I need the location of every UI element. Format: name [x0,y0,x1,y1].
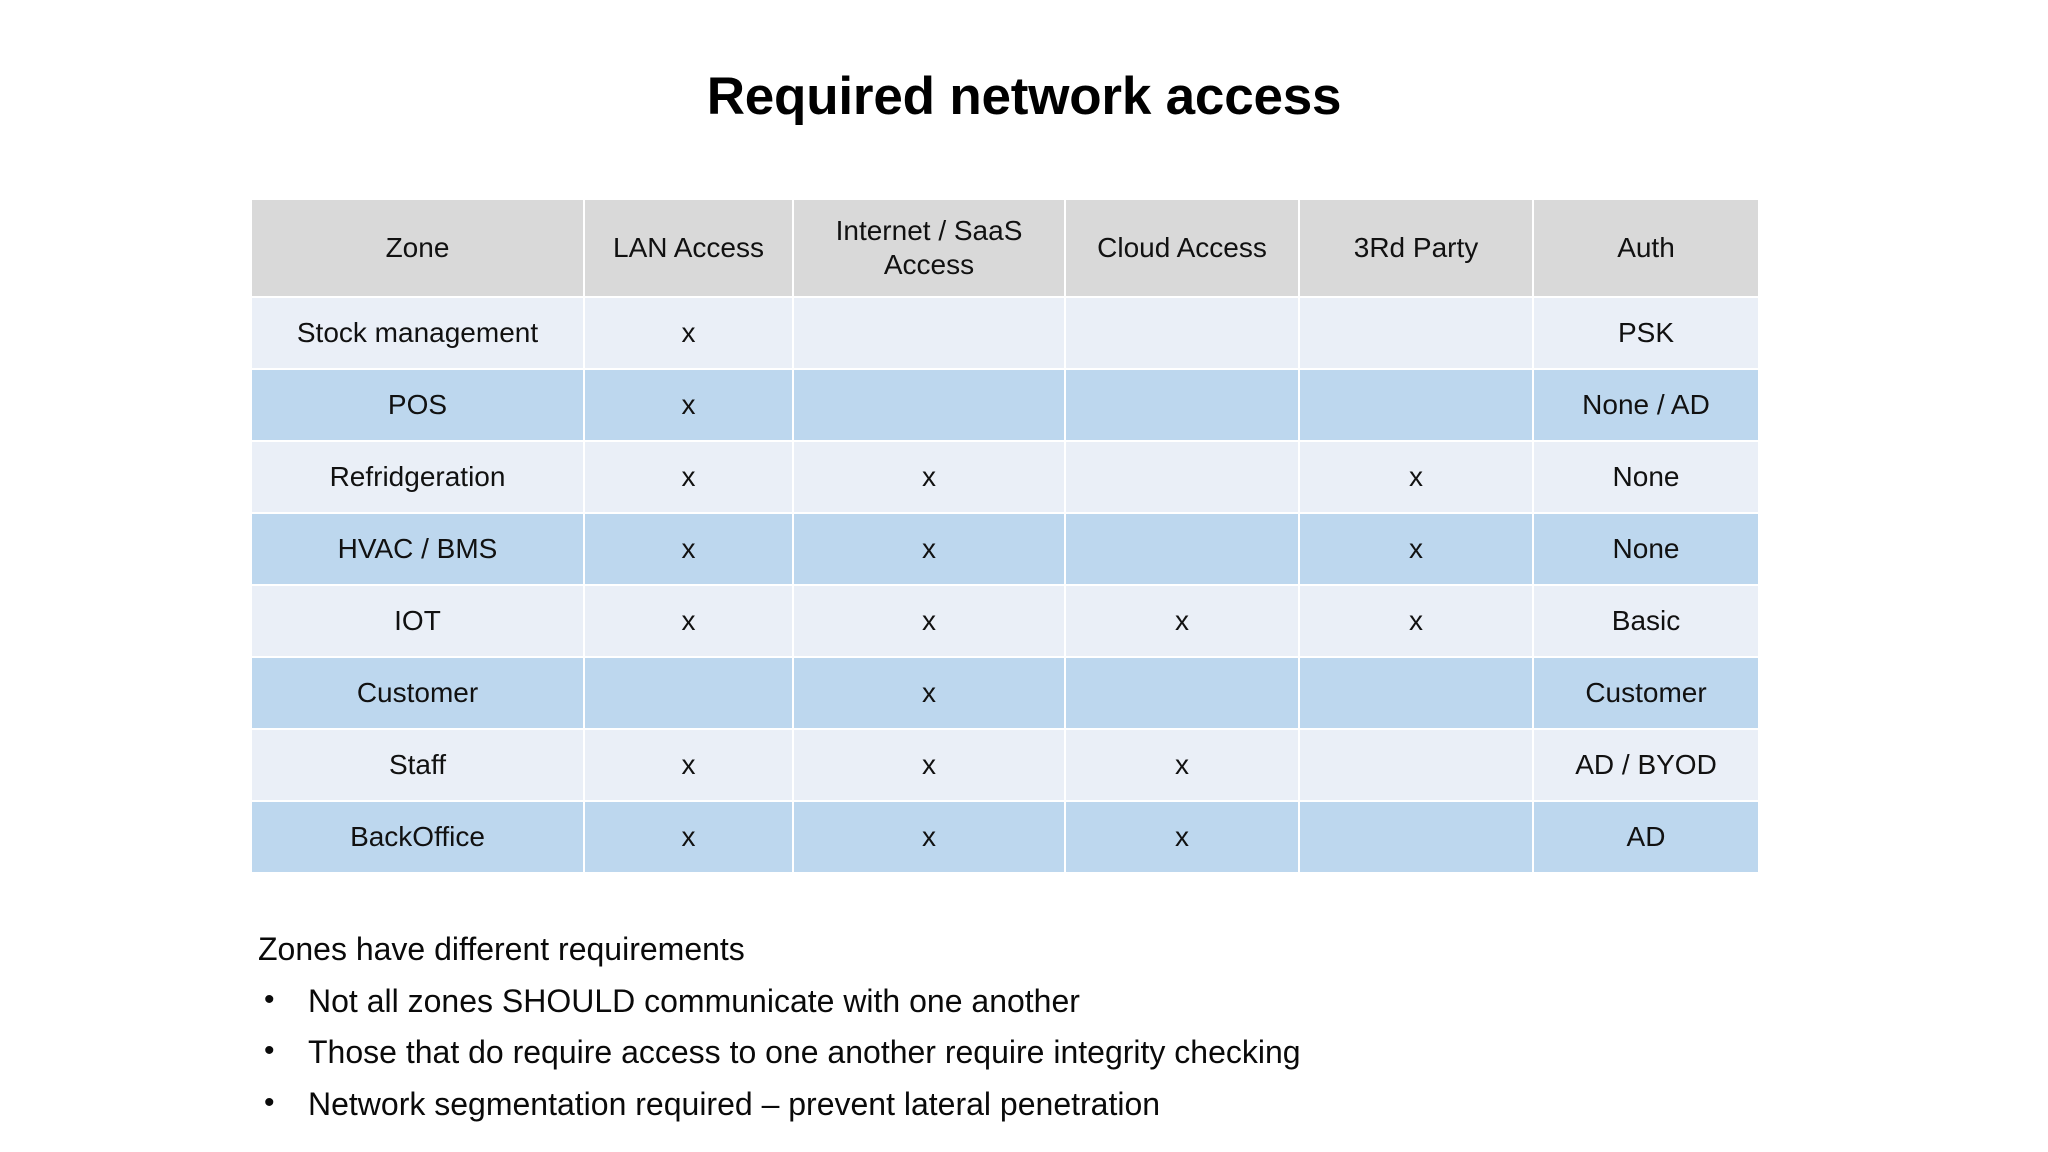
cell-zone: IOT [252,586,583,656]
cell-lan-access: x [585,442,792,512]
column-header-auth-label: Auth [1617,231,1675,263]
column-header-third-party-label: 3Rd Party [1353,231,1479,263]
bullet-dot-icon: • [264,1085,275,1119]
cell-cloud-access: x [1066,802,1298,872]
cell-lan-access [585,658,792,728]
cell-auth: None [1534,514,1758,584]
notes-bullet-text: Those that do require access to one anot… [308,1034,1301,1071]
column-header-zone: Zone [252,200,583,296]
cell-zone: BackOffice [252,802,583,872]
column-header-lan-access-label: LAN Access [613,231,764,263]
cell-auth: AD [1534,802,1758,872]
cell-internet-saas-access: x [794,442,1064,512]
bullet-dot-icon: • [264,983,275,1017]
cell-internet-saas-access [794,370,1064,440]
cell-zone: Refridgeration [252,442,583,512]
notes-bullet-text: Network segmentation required – prevent … [308,1085,1161,1122]
cell-zone: Stock management [252,298,583,368]
cell-lan-access: x [585,298,792,368]
notes-bullet-text: Not all zones SHOULD communicate with on… [308,983,1080,1020]
column-header-third-party: 3Rd Party [1300,200,1532,296]
cell-zone: Staff [252,730,583,800]
access-table-container: Zone LAN Access Internet / SaaS Access C… [252,200,1760,872]
cell-auth: AD / BYOD [1534,730,1758,800]
cell-cloud-access: x [1066,586,1298,656]
notes-bullet-item: • Those that do require access to one ano… [258,1031,1758,1073]
notes-bullet-item: • Network segmentation required – prevent… [258,1083,1758,1125]
notes-bullet-item: • Not all zones SHOULD communicate with o… [258,980,1758,1022]
cell-third-party [1300,658,1532,728]
table-header-row: Zone LAN Access Internet / SaaS Access C… [252,200,1758,296]
cell-cloud-access [1066,658,1298,728]
cell-third-party: x [1300,586,1532,656]
cell-lan-access: x [585,586,792,656]
cell-internet-saas-access: x [794,514,1064,584]
table-header: Zone LAN Access Internet / SaaS Access C… [252,200,1758,296]
notes-bullet-list: • Not all zones SHOULD communicate with o… [258,980,1758,1125]
cell-third-party [1300,730,1532,800]
cell-internet-saas-access [794,298,1064,368]
notes-lead: Zones have different requirements [258,931,745,967]
bullet-dot-icon: • [264,1034,275,1068]
cell-third-party [1300,802,1532,872]
notes-block: Zones have different requirements • Not a… [258,928,1758,1134]
cell-internet-saas-access: x [794,658,1064,728]
cell-lan-access: x [585,802,792,872]
cell-auth: Basic [1534,586,1758,656]
cell-cloud-access: x [1066,730,1298,800]
cell-auth: PSK [1534,298,1758,368]
cell-cloud-access [1066,442,1298,512]
column-header-zone-label: Zone [385,231,450,263]
page-title: Required network access [706,67,1342,126]
cell-internet-saas-access: x [794,730,1064,800]
cell-internet-saas-access: x [794,802,1064,872]
column-header-internet-saas-access: Internet / SaaS Access [794,200,1064,296]
cell-lan-access: x [585,370,792,440]
cell-third-party: x [1300,514,1532,584]
cell-third-party: x [1300,442,1532,512]
column-header-cloud-access-label: Cloud Access [1097,231,1267,263]
cell-lan-access: x [585,730,792,800]
column-header-internet-saas-line2: Access [883,249,975,280]
cell-cloud-access [1066,514,1298,584]
cell-zone: HVAC / BMS [252,514,583,584]
cell-internet-saas-access: x [794,586,1064,656]
cell-cloud-access [1066,370,1298,440]
cell-third-party [1300,298,1532,368]
cell-auth: None [1534,442,1758,512]
column-header-internet-saas-line1: Internet / SaaS [835,214,1023,246]
cell-third-party [1300,370,1532,440]
network-access-table: Zone LAN Access Internet / SaaS Access C… [250,198,1760,874]
column-header-cloud-access: Cloud Access [1066,200,1298,296]
cell-cloud-access [1066,298,1298,368]
column-header-lan-access: LAN Access [585,200,792,296]
cell-auth: None / AD [1534,370,1758,440]
cell-lan-access: x [585,514,792,584]
table-row: Customer x Customer [252,658,1758,728]
cell-auth: Customer [1534,658,1758,728]
cell-zone: POS [252,370,583,440]
column-header-auth: Auth [1534,200,1758,296]
cell-zone: Customer [252,658,583,728]
